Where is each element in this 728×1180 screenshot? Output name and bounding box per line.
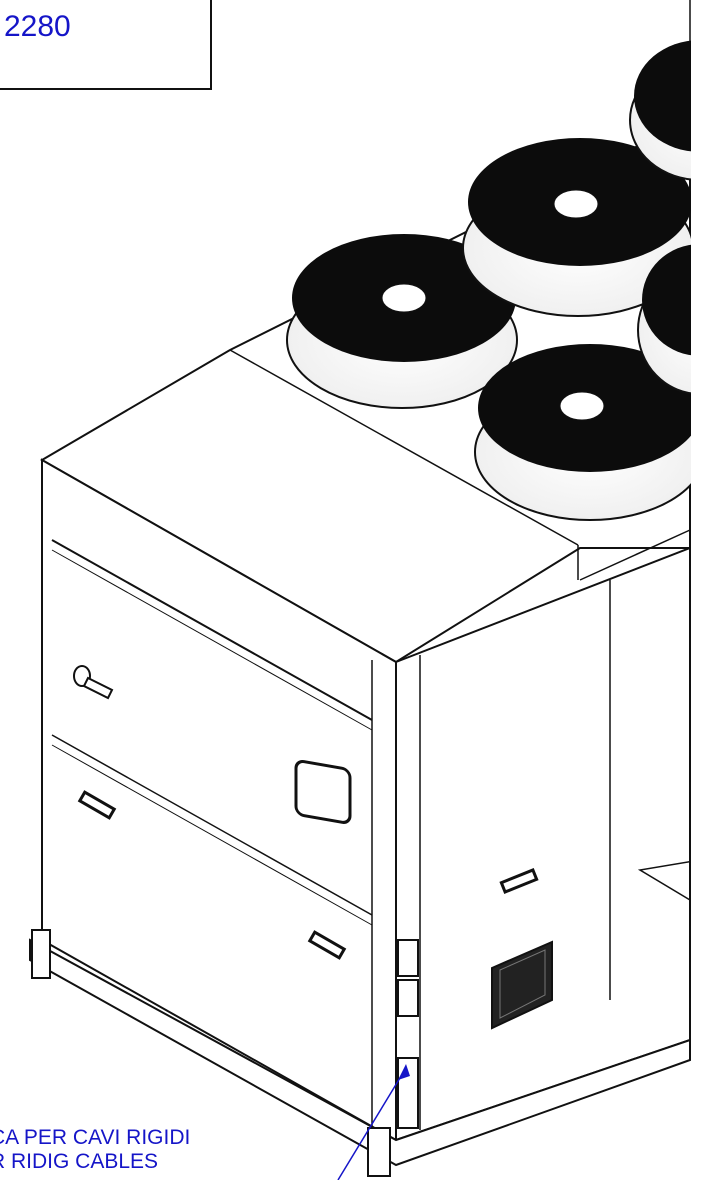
callout-leader xyxy=(337,1067,407,1180)
fan-guard-icon xyxy=(286,234,518,409)
dimension-label-box: 2280 xyxy=(0,0,212,90)
cable-entry-callout: CA PER CAVI RIGIDI R RIDIG CABLES xyxy=(0,1126,190,1174)
display-window xyxy=(294,759,352,824)
callout-line-english: R RIDIG CABLES xyxy=(0,1150,159,1173)
fan-guard-icon xyxy=(462,138,694,317)
deck-seam xyxy=(229,349,579,546)
fan-guard-icon xyxy=(474,344,706,521)
cable-entry xyxy=(397,1057,419,1129)
base-frame xyxy=(29,938,691,1167)
panel-slot xyxy=(307,930,347,960)
cable-entry xyxy=(397,939,419,977)
panel-slot xyxy=(77,790,117,820)
dimension-value: 2280 xyxy=(4,10,71,43)
panel-slot xyxy=(499,868,539,894)
side-face xyxy=(395,546,691,1142)
callout-line-italian: CA PER CAVI RIGIDI xyxy=(0,1126,191,1149)
handle-icon xyxy=(73,665,114,700)
cable-entry xyxy=(397,979,419,1017)
vent-grille-icon xyxy=(491,940,553,1030)
